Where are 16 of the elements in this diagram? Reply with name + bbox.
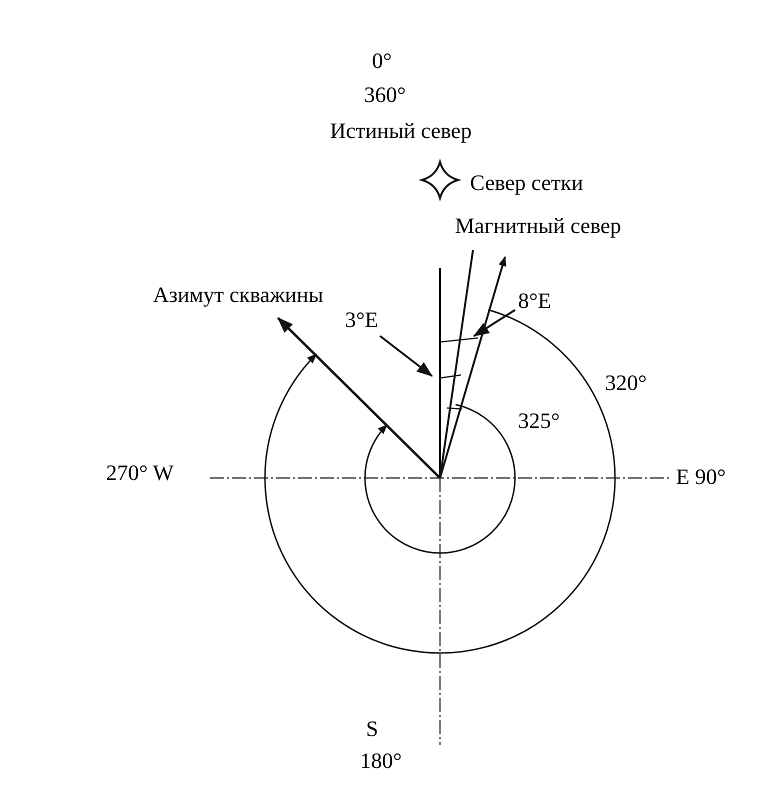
- label: 0°: [372, 50, 392, 72]
- leader-arrow: [379, 335, 433, 377]
- label: E 90°: [676, 466, 726, 488]
- label: 325°: [518, 410, 560, 432]
- label: Север сетки: [470, 172, 584, 194]
- label: 320°: [605, 372, 647, 394]
- label: 270° W: [106, 462, 174, 484]
- label: Азимут скважины: [153, 284, 324, 306]
- leader-arrow: [473, 309, 516, 337]
- angle-label: 3°E: [345, 309, 378, 331]
- label: Истиный север: [330, 120, 472, 142]
- label: S: [366, 718, 378, 740]
- label: 180°: [360, 750, 402, 772]
- label: Магнитный север: [455, 215, 622, 237]
- angle-label: 8°E: [518, 290, 552, 312]
- label: 360°: [364, 84, 406, 106]
